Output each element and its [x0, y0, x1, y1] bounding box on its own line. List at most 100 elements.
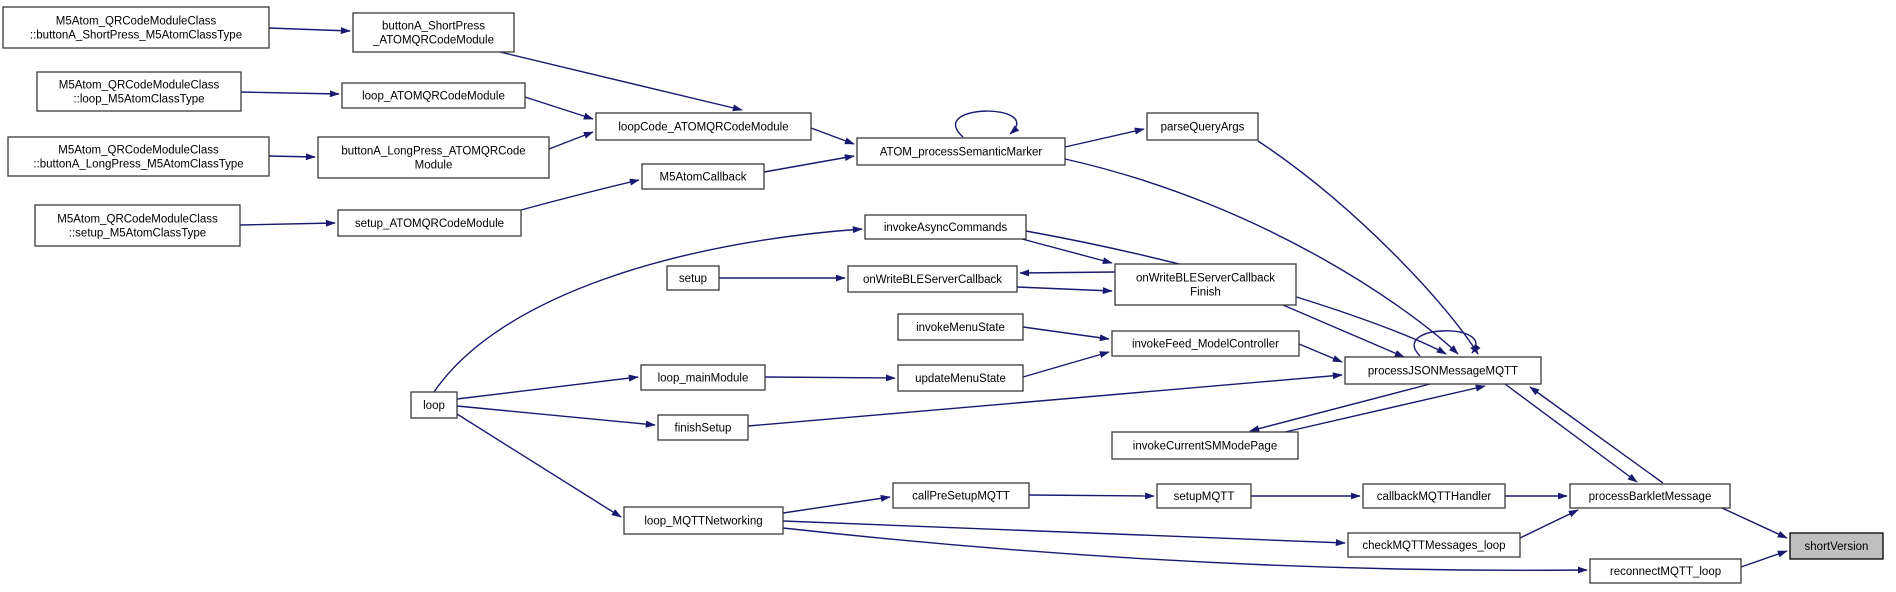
edge-atom_psm-procJSON — [1064, 158, 1459, 355]
node-box-callPre[interactable] — [892, 482, 1030, 509]
edge-loopCode-atom_psm — [810, 127, 855, 145]
edge-atom_psm-atom_psm — [954, 110, 1020, 138]
node-loopCode[interactable]: loopCode_ATOMQRCodeModule — [595, 112, 812, 141]
node-label-parseQA: parseQueryArgs — [1161, 122, 1245, 134]
node-invAsync[interactable]: invokeAsyncCommands — [864, 214, 1027, 240]
node-loop_main[interactable]: loop_mainModule — [640, 364, 766, 391]
node-box-loop[interactable] — [410, 391, 458, 419]
edge-atom_psm-parseQA — [1064, 127, 1145, 148]
node-m5cb[interactable]: M5AtomCallback — [641, 163, 765, 190]
node-label-setupMQTT: setupMQTT — [1174, 491, 1235, 503]
node-box-invCurrent[interactable] — [1111, 431, 1299, 460]
node-box-atom_psm[interactable] — [856, 137, 1066, 166]
node-box-m5cb[interactable] — [641, 163, 765, 190]
node-label-invCurrent: invokeCurrentSMModePage — [1133, 441, 1277, 453]
node-box-loop_mqtt[interactable] — [623, 506, 784, 535]
edge-setup_atom-m5cb — [520, 178, 640, 211]
node-label-atom_psm: ATOM_processSemanticMarker — [880, 147, 1043, 159]
node-box-invAsync[interactable] — [864, 214, 1027, 240]
node-updMenu[interactable]: updateMenuState — [897, 364, 1024, 392]
node-box-onWrite[interactable] — [847, 265, 1018, 293]
edge-loop_mqtt-checkMQTT — [782, 520, 1346, 547]
node-box-bA_sp_atom[interactable] — [352, 12, 515, 53]
node-label-loop_mqtt: loop_MQTTNetworking — [644, 516, 762, 528]
node-box-loop_m5[interactable] — [36, 71, 242, 112]
node-label-procJSON: processJSONMessageMQTT — [1368, 366, 1518, 378]
node-bA_sp_m5[interactable]: M5Atom_QRCodeModuleClass::buttonA_ShortP… — [2, 6, 270, 49]
node-finishSetup[interactable]: finishSetup — [657, 414, 749, 441]
node-checkMQTT[interactable]: checkMQTTMessages_loop — [1347, 532, 1521, 558]
node-label-checkMQTT: checkMQTTMessages_loop — [1362, 540, 1505, 552]
node-box-parseQA[interactable] — [1146, 112, 1259, 141]
node-box-finishSetup[interactable] — [657, 414, 749, 441]
edge-checkMQTT-procBarklet — [1519, 509, 1579, 539]
node-loop[interactable]: loop — [410, 391, 458, 419]
node-setup_m5[interactable]: M5Atom_QRCodeModuleClass::setup_M5AtomCl… — [34, 204, 241, 247]
edge-loop-invAsync — [433, 226, 863, 393]
edge-invMenu-invFeed — [1022, 326, 1110, 342]
node-loop_atom[interactable]: loop_ATOMQRCodeModule — [341, 82, 526, 109]
edge-callPre-setupMQTT — [1028, 492, 1155, 500]
node-parseQA[interactable]: parseQueryArgs — [1146, 112, 1259, 141]
node-label-shortVersion: shortVersion — [1805, 541, 1869, 553]
node-box-bA_lp_atom[interactable] — [317, 136, 550, 179]
edge-bA_sp_m5-bA_sp_atom — [268, 27, 351, 35]
node-cbMQTT[interactable]: callbackMQTTHandler — [1362, 483, 1506, 509]
node-box-loop_atom[interactable] — [341, 82, 526, 109]
node-box-reconnect[interactable] — [1589, 558, 1742, 584]
edge-bA_sp_atom-loopCode — [499, 51, 743, 112]
node-invMenu[interactable]: invokeMenuState — [897, 313, 1024, 341]
node-loop_m5[interactable]: M5Atom_QRCodeModuleClass::loop_M5AtomCla… — [36, 71, 242, 112]
node-reconnect[interactable]: reconnectMQTT_loop — [1589, 558, 1742, 584]
node-setupMQTT[interactable]: setupMQTT — [1156, 483, 1252, 509]
node-label-cbMQTT: callbackMQTTHandler — [1377, 491, 1492, 503]
node-box-bA_sp_m5[interactable] — [2, 6, 270, 49]
edges-layer — [239, 27, 1788, 574]
edge-invAsync-onWriteFin — [1021, 238, 1113, 265]
node-label-finishSetup: finishSetup — [675, 423, 732, 435]
node-label-invAsync: invokeAsyncCommands — [884, 222, 1008, 234]
node-box-setupMQTT[interactable] — [1156, 483, 1252, 509]
node-box-setup_atom[interactable] — [337, 209, 522, 237]
node-box-invFeed[interactable] — [1111, 330, 1300, 357]
node-callPre[interactable]: callPreSetupMQTT — [892, 482, 1030, 509]
node-box-procBarklet[interactable] — [1569, 483, 1731, 509]
node-box-procJSON[interactable] — [1344, 356, 1542, 385]
node-label-updMenu: updateMenuState — [915, 373, 1006, 385]
node-procJSON[interactable]: processJSONMessageMQTT — [1344, 356, 1542, 385]
edge-reconnect-shortVersion — [1740, 550, 1788, 568]
node-label-loopCode: loopCode_ATOMQRCodeModule — [618, 122, 788, 134]
node-box-bA_lp_m5[interactable] — [7, 136, 270, 177]
node-box-setup_m5[interactable] — [34, 204, 241, 247]
node-setup_atom[interactable]: setup_ATOMQRCodeModule — [337, 209, 522, 237]
node-bA_lp_m5[interactable]: M5Atom_QRCodeModuleClass::buttonA_LongPr… — [7, 136, 270, 177]
edge-finishSetup-procJSON — [747, 372, 1343, 427]
node-setup[interactable]: setup — [666, 265, 720, 291]
node-box-updMenu[interactable] — [897, 364, 1024, 392]
edge-bA_lp_m5-bA_lp_atom — [268, 153, 316, 161]
node-label-reconnect: reconnectMQTT_loop — [1610, 566, 1721, 578]
node-box-onWriteFin[interactable] — [1114, 263, 1297, 306]
node-onWrite[interactable]: onWriteBLEServerCallback — [847, 265, 1018, 293]
node-box-setup[interactable] — [666, 265, 720, 291]
node-invCurrent[interactable]: invokeCurrentSMModePage — [1111, 431, 1299, 460]
node-box-checkMQTT[interactable] — [1347, 532, 1521, 558]
edge-bA_lp_atom-loopCode — [548, 131, 594, 150]
node-procBarklet[interactable]: processBarkletMessage — [1569, 483, 1731, 509]
node-atom_psm[interactable]: ATOM_processSemanticMarker — [856, 137, 1066, 166]
node-label-procBarklet: processBarkletMessage — [1589, 491, 1712, 503]
edge-procJSON-procBarklet — [1504, 383, 1638, 483]
node-box-loopCode[interactable] — [595, 112, 812, 141]
node-box-cbMQTT[interactable] — [1362, 483, 1506, 509]
node-loop_mqtt[interactable]: loop_MQTTNetworking — [623, 506, 784, 535]
node-box-loop_main[interactable] — [640, 364, 766, 391]
node-label-loop_main: loop_mainModule — [658, 373, 749, 385]
node-bA_sp_atom[interactable]: buttonA_ShortPress_ATOMQRCodeModule — [352, 12, 515, 53]
node-invFeed[interactable]: invokeFeed_ModelController — [1111, 330, 1300, 357]
node-box-invMenu[interactable] — [897, 313, 1024, 341]
node-label-onWrite: onWriteBLEServerCallback — [863, 274, 1002, 286]
